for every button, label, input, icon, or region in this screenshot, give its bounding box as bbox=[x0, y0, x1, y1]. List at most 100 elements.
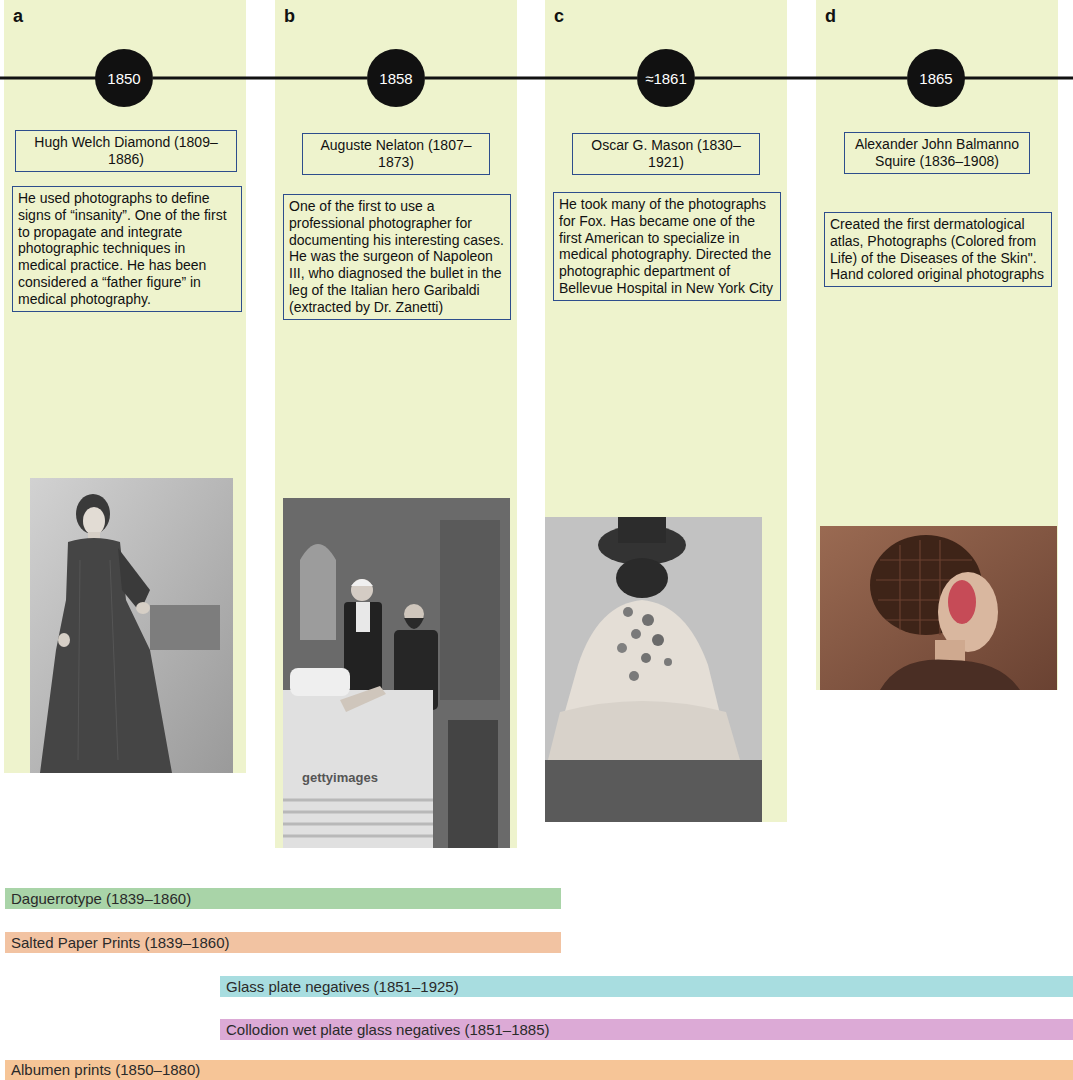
year-circle: 1858 bbox=[367, 49, 425, 107]
timeline-panel: b 1858Auguste Nelaton (1807–1873) One of t… bbox=[275, 0, 517, 848]
photo-detail bbox=[880, 659, 1020, 690]
photo-detail bbox=[820, 526, 1057, 690]
photo-detail bbox=[78, 560, 80, 760]
period-label: Albumen prints (1850–1880) bbox=[11, 1061, 200, 1079]
name-box: Hugh Welch Diamond (1809–1886) bbox=[15, 130, 237, 172]
photo-detail bbox=[40, 538, 172, 773]
year-circle: 1850 bbox=[95, 49, 153, 107]
description-text: One of the first to use a professional p… bbox=[289, 198, 505, 316]
person-name: Hugh Welch Diamond (1809–1886) bbox=[20, 134, 232, 168]
year-label: 1858 bbox=[379, 70, 412, 87]
year-label: ≈1861 bbox=[645, 70, 687, 87]
description-box: Created the first dermatological atlas, … bbox=[824, 212, 1052, 287]
timeline-panel: c ≈1861Oscar G. Mason (1830–1921) He took … bbox=[545, 0, 787, 822]
photo-detail bbox=[150, 605, 220, 650]
photo-detail bbox=[641, 653, 651, 663]
photo-detail bbox=[283, 835, 433, 838]
photo-detail bbox=[631, 629, 641, 639]
portrait-photo bbox=[30, 478, 233, 773]
surgery-photo bbox=[283, 498, 510, 848]
photo-detail bbox=[283, 823, 433, 826]
photo-detail bbox=[394, 630, 438, 710]
name-box: Auguste Nelaton (1807–1873) bbox=[302, 133, 490, 175]
year-circle: ≈1861 bbox=[637, 49, 695, 107]
edge-layer bbox=[153, 78, 907, 79]
photo-detail bbox=[545, 760, 762, 822]
photo-detail bbox=[548, 701, 740, 760]
photo-detail bbox=[83, 507, 105, 535]
photo-detail bbox=[283, 799, 433, 802]
year-label: 1865 bbox=[919, 70, 952, 87]
photo-detail bbox=[617, 643, 627, 653]
panel-letter: c bbox=[554, 6, 564, 27]
photo-detail bbox=[404, 604, 424, 624]
photo-detail bbox=[664, 658, 672, 666]
person-name: Alexander John Balmanno Squire (1836–190… bbox=[849, 136, 1025, 170]
photo-detail bbox=[76, 494, 110, 534]
photo-detail bbox=[562, 600, 722, 722]
watermark: gettyimages bbox=[300, 770, 380, 785]
period-label: Glass plate negatives (1851–1925) bbox=[226, 978, 459, 996]
photo-detail bbox=[283, 690, 433, 848]
year-circle: 1865 bbox=[907, 49, 965, 107]
skin-lesion-photo bbox=[545, 517, 762, 822]
photo-detail bbox=[870, 535, 982, 635]
photo-detail bbox=[616, 558, 668, 598]
photo-detail bbox=[30, 478, 233, 773]
photo-detail bbox=[356, 602, 370, 632]
description-box: One of the first to use a professional p… bbox=[283, 194, 511, 320]
photo-detail bbox=[598, 525, 686, 565]
dermatology-photo bbox=[820, 526, 1057, 690]
period-bar: Albumen prints (1850–1880) bbox=[5, 1060, 1073, 1080]
photo-detail bbox=[110, 560, 118, 760]
period-label: Collodion wet plate glass negatives (185… bbox=[226, 1021, 550, 1039]
period-bar: Daguerrotype (1839–1860) bbox=[5, 888, 561, 909]
photo-detail bbox=[948, 580, 976, 624]
photo-detail bbox=[876, 540, 976, 635]
description-box: He took many of the photographs for Fox.… bbox=[553, 192, 781, 301]
description-box: He used photographs to define signs of “… bbox=[12, 186, 242, 312]
name-box: Alexander John Balmanno Squire (1836–190… bbox=[844, 132, 1030, 174]
name-box: Oscar G. Mason (1830–1921) bbox=[572, 133, 760, 175]
period-bar: Salted Paper Prints (1839–1860) bbox=[5, 932, 561, 953]
photo-detail bbox=[136, 602, 150, 614]
photo-detail bbox=[642, 614, 654, 626]
person-name: Oscar G. Mason (1830–1921) bbox=[577, 137, 755, 171]
year-label: 1850 bbox=[107, 70, 140, 87]
photo-detail bbox=[440, 520, 500, 700]
period-label: Daguerrotype (1839–1860) bbox=[11, 890, 191, 908]
photo-detail bbox=[623, 607, 633, 617]
panel-letter: a bbox=[13, 6, 23, 27]
period-bar: Collodion wet plate glass negatives (185… bbox=[220, 1019, 1073, 1040]
photo-detail bbox=[88, 532, 100, 542]
person-name: Auguste Nelaton (1807–1873) bbox=[307, 137, 485, 171]
photo-detail bbox=[935, 640, 965, 665]
photo-detail bbox=[448, 720, 498, 848]
photo-detail bbox=[300, 544, 336, 640]
photo-detail bbox=[283, 498, 510, 848]
description-text: Created the first dermatological atlas, … bbox=[830, 216, 1046, 283]
description-text: He took many of the photographs for Fox.… bbox=[559, 196, 775, 297]
description-text: He used photographs to define signs of “… bbox=[18, 190, 236, 308]
photo-detail bbox=[351, 579, 373, 586]
photo-detail bbox=[629, 671, 639, 681]
panel-letter: d bbox=[825, 6, 836, 27]
photo-detail bbox=[404, 618, 424, 629]
photo-detail bbox=[58, 633, 70, 647]
panel-letter: b bbox=[284, 6, 295, 27]
period-label: Salted Paper Prints (1839–1860) bbox=[11, 934, 229, 952]
photo-detail bbox=[938, 572, 998, 652]
photo-detail bbox=[618, 517, 666, 543]
photo-detail bbox=[283, 811, 433, 814]
photo-detail bbox=[290, 668, 350, 696]
photo-detail bbox=[351, 579, 373, 601]
photo-detail bbox=[118, 548, 150, 612]
photo-detail bbox=[344, 602, 382, 712]
photo-detail bbox=[652, 634, 664, 646]
photo-detail bbox=[340, 686, 386, 712]
timeline-panel: d 1865Alexander John Balmanno Squire (183… bbox=[816, 0, 1058, 690]
timeline-panel: a 1850Hugh Welch Diamond (1809–1886) He us… bbox=[4, 0, 246, 773]
period-bar: Glass plate negatives (1851–1925) bbox=[220, 976, 1073, 997]
photo-detail bbox=[545, 517, 762, 822]
